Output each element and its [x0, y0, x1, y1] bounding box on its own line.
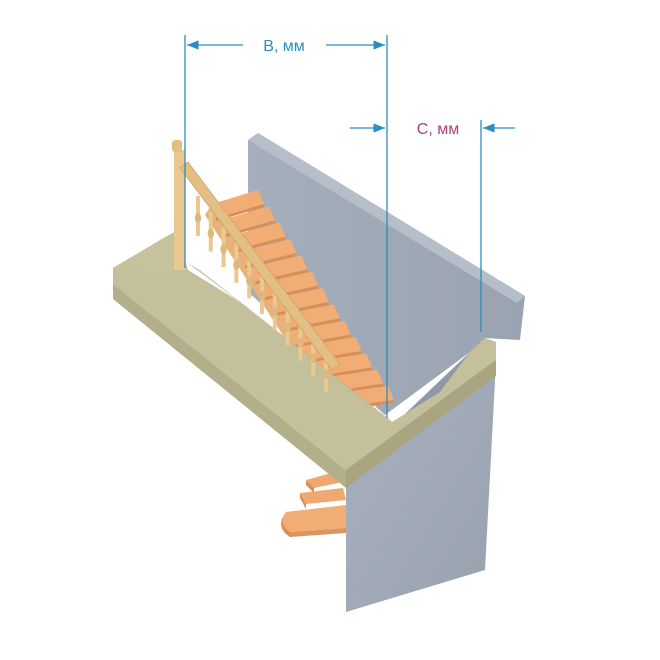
dimension-b: B, мм	[184, 35, 388, 418]
baluster-turning	[207, 228, 214, 239]
floor-slab	[113, 230, 496, 488]
dimension-c: С, мм	[350, 120, 515, 332]
stair-tread	[290, 320, 351, 345]
balustrade	[172, 140, 341, 392]
baluster-turning	[284, 322, 291, 333]
lower-winder-steps	[281, 472, 346, 537]
baluster-turning	[258, 291, 266, 301]
dimension-b-label: B, мм	[263, 38, 305, 55]
baluster-turning	[310, 353, 317, 364]
stair-tread	[280, 304, 340, 329]
newel-cap	[172, 140, 182, 152]
baluster-turning	[220, 244, 227, 255]
baluster-turning	[246, 275, 253, 286]
baluster-turning	[271, 306, 278, 317]
baluster-turning	[233, 259, 240, 270]
baluster-turning	[322, 369, 330, 379]
stair-tread	[300, 337, 362, 361]
dimension-c-label: С, мм	[417, 121, 459, 138]
baluster-turning	[297, 337, 304, 348]
newel-post	[174, 150, 185, 270]
baluster-turning	[194, 213, 202, 223]
